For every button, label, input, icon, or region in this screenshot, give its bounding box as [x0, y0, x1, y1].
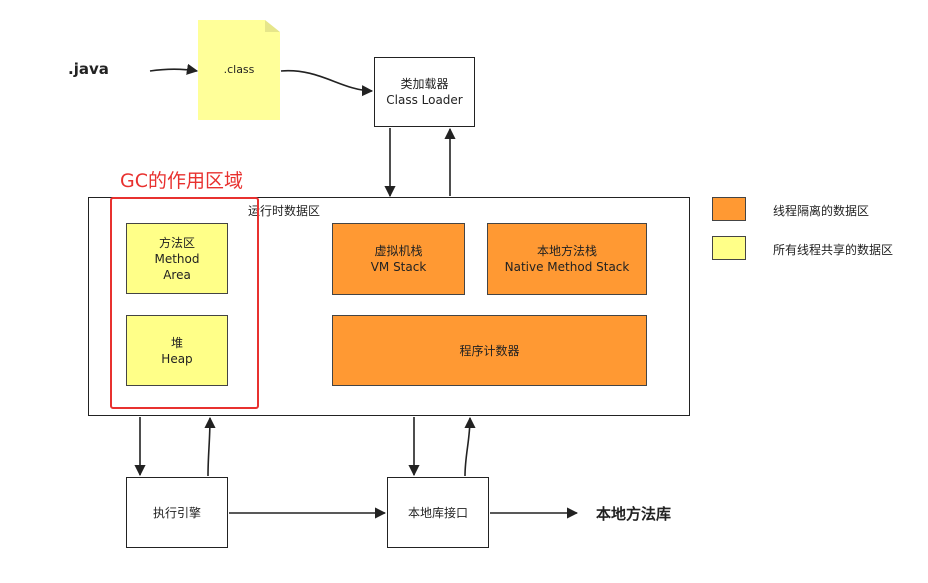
note-fold-icon	[265, 20, 280, 32]
gc-area-outline	[110, 197, 259, 409]
method-area-en2: Area	[163, 267, 191, 282]
class-file-note: .class	[198, 20, 280, 120]
vm-stack-en: VM Stack	[370, 260, 427, 274]
pc-register-label: 程序计数器	[459, 343, 520, 358]
legend-isolated-label: 线程隔离的数据区	[773, 204, 870, 218]
native-interface-box: 本地库接口	[387, 477, 489, 548]
java-source-label: .java	[68, 60, 109, 78]
heap-en: Heap	[161, 351, 193, 366]
method-area-cn: 方法区	[158, 235, 195, 250]
native-interface-label: 本地库接口	[407, 505, 468, 520]
heap-box: 堆 Heap	[126, 315, 228, 386]
execution-engine-box: 执行引擎	[126, 477, 228, 548]
native-stack-en: Native Method Stack	[504, 260, 630, 274]
legend-isolated-swatch	[712, 197, 746, 221]
native-method-stack-box: 本地方法栈 Native Method Stack	[487, 223, 647, 295]
method-area-en1: Method	[154, 251, 200, 266]
method-area-box: 方法区 Method Area	[126, 223, 228, 294]
arrow-engine-to-runtime	[204, 416, 216, 477]
native-library-label: 本地方法库	[596, 505, 672, 523]
runtime-data-area-title: 运行时数据区	[248, 204, 321, 218]
execution-engine-label: 执行引擎	[152, 505, 201, 520]
arrow-java-to-class	[149, 63, 199, 75]
vm-stack-cn: 虚拟机栈	[374, 244, 423, 258]
arrow-class-to-loader	[280, 69, 374, 97]
pc-register-box: 程序计数器	[332, 315, 647, 386]
class-file-label: .class	[223, 63, 255, 76]
class-loader-en: Class Loader	[386, 93, 463, 107]
class-loader-cn: 类加载器	[400, 77, 449, 91]
class-loader-box: 类加载器 Class Loader	[374, 57, 475, 127]
legend-shared-swatch	[712, 236, 746, 260]
legend-shared-label: 所有线程共享的数据区	[773, 243, 894, 257]
heap-cn: 堆	[170, 335, 183, 350]
arrow-native-to-runtime	[464, 416, 476, 477]
native-stack-cn: 本地方法栈	[536, 244, 597, 258]
vm-stack-box: 虚拟机栈 VM Stack	[332, 223, 465, 295]
gc-area-label: GC的作用区域	[120, 170, 243, 192]
